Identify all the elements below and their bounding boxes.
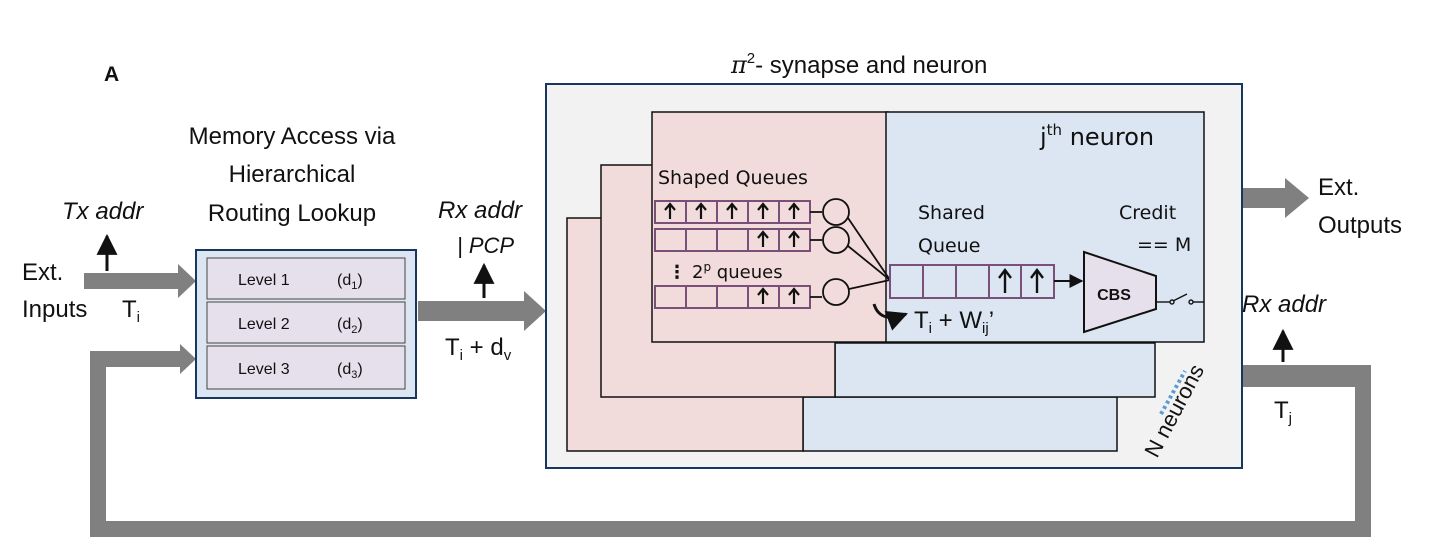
cbs-label: CBS xyxy=(1097,287,1131,304)
queues-count-label: ⋮2p queues xyxy=(668,260,783,283)
token-arrow-icon xyxy=(788,287,800,304)
level-1-delay: (d1) xyxy=(337,272,363,292)
tj-label: Tj xyxy=(1274,397,1292,427)
memory-access-line2: Hierarchical xyxy=(229,161,356,188)
ext-outputs-arrow xyxy=(1233,178,1309,218)
panel-label: A xyxy=(104,63,119,86)
token-arrow-icon xyxy=(757,202,769,219)
shaper-circle-1 xyxy=(822,198,850,226)
ext-outputs-line2: Outputs xyxy=(1318,212,1402,239)
synapse-block xyxy=(651,111,889,343)
level-3-delay: (d3) xyxy=(337,361,363,381)
feedback-loop-arrow xyxy=(90,344,1371,537)
token-arrow-icon xyxy=(757,230,769,247)
cbs-block xyxy=(1083,250,1157,334)
rx-addr-out-label: Rx addr xyxy=(1242,291,1327,318)
ti-plus-dv-label: Ti + dv xyxy=(445,334,512,364)
token-arrow-icon xyxy=(998,268,1012,293)
shaper-circle-n xyxy=(822,278,850,306)
token-arrow-icon xyxy=(788,230,800,247)
shaper-circles xyxy=(810,198,850,306)
token-arrow-icon xyxy=(1030,268,1044,293)
ext-inputs-arrow xyxy=(84,264,196,298)
token-arrow-icon xyxy=(695,202,707,219)
ext-inputs-line1: Ext. xyxy=(22,259,63,286)
level-2-label: Level 2 xyxy=(238,316,290,333)
credit-line2: == M xyxy=(1137,234,1191,256)
memory-access-line3: Routing Lookup xyxy=(208,200,376,227)
rx-addr-pcp-line1: Rx addr xyxy=(438,197,523,224)
memory-access-line1: Memory Access via xyxy=(189,123,396,150)
panel-title: π2- synapse and neuron xyxy=(730,50,987,79)
ext-inputs-line2: Inputs xyxy=(22,296,87,323)
jth-neuron-label: jth neuron xyxy=(1039,121,1154,151)
level-3-row: Level 3 (d3) xyxy=(206,345,406,390)
shaper-circle-2 xyxy=(822,226,850,254)
merge-lines xyxy=(847,217,891,290)
curved-weight-arrow xyxy=(872,303,908,331)
level-1-label: Level 1 xyxy=(238,272,290,289)
token-arrow-icon xyxy=(664,202,676,219)
shaped-queues-label: Shaped Queues xyxy=(658,167,808,189)
token-arrow-icon xyxy=(788,202,800,219)
shared-queue-line1: Shared xyxy=(918,202,985,224)
ext-outputs-line1: Ext. xyxy=(1318,174,1359,201)
level-2-delay: (d2) xyxy=(337,316,363,336)
ext-inputs-ti: Ti xyxy=(122,296,140,326)
ti-plus-wij-label: Ti + Wij’ xyxy=(914,307,994,337)
token-arrow-icon xyxy=(757,287,769,304)
level-3-label: Level 3 xyxy=(238,361,290,378)
n-neurons-dots xyxy=(1159,370,1187,415)
queue-tokens xyxy=(664,202,800,304)
switch-icon xyxy=(1156,293,1204,305)
level-2-row: Level 2 (d2) xyxy=(206,301,406,344)
credit-line1: Credit xyxy=(1119,202,1176,224)
shared-queue-tokens xyxy=(998,268,1044,293)
level-1-row: Level 1 (d1) xyxy=(206,257,406,300)
tx-addr-label: Tx addr xyxy=(62,198,144,225)
token-arrow-icon xyxy=(726,202,738,219)
shared-queue-line2: Queue xyxy=(918,235,980,257)
lookup-output-arrow xyxy=(418,291,546,331)
rx-addr-pcp-line2: | PCP xyxy=(457,233,514,258)
